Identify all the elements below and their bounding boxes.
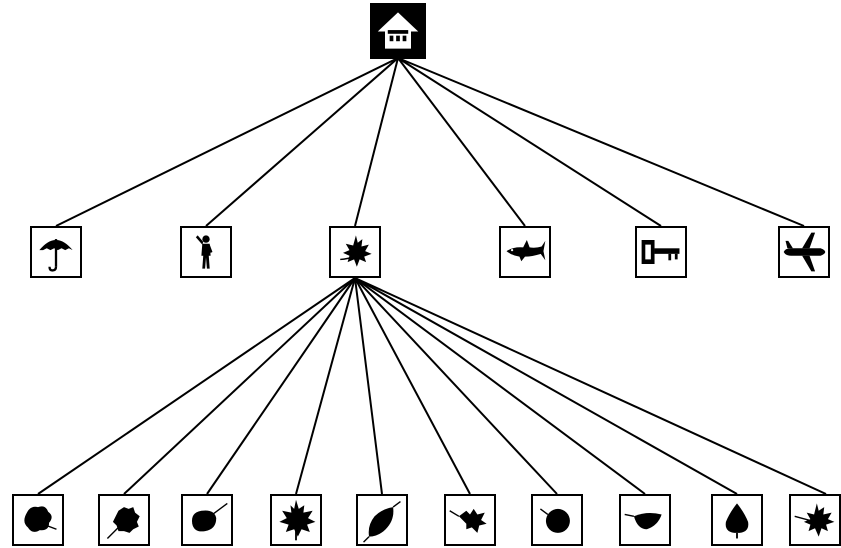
edge-maple-leaf-10 — [354, 277, 827, 495]
node-shark[interactable] — [499, 226, 551, 278]
leaf-round-lobed-icon — [24, 506, 57, 532]
leaf-toothed-icon — [106, 507, 140, 539]
node-leaf-7[interactable] — [531, 494, 583, 546]
edge-maple-leaf-4 — [295, 277, 356, 495]
edge-root-person — [205, 57, 399, 227]
edge-root-shark — [397, 57, 526, 227]
shark-icon — [506, 240, 546, 262]
leaf-maple-outline-icon — [794, 503, 835, 537]
node-leaf-1[interactable] — [12, 494, 64, 546]
node-leaf-2[interactable] — [98, 494, 150, 546]
node-leaf-9[interactable] — [711, 494, 763, 546]
root-node[interactable] — [370, 3, 426, 59]
node-person[interactable] — [180, 226, 232, 278]
node-leaf-4[interactable] — [270, 494, 322, 546]
edge-maple-leaf-3 — [206, 277, 356, 495]
airplane-icon — [783, 232, 826, 272]
edge-maple-leaf-2 — [123, 277, 356, 495]
leaf-maple-small-icon — [449, 508, 487, 533]
edge-maple-leaf-7 — [354, 277, 558, 495]
edge-root-maple — [354, 57, 399, 227]
person-icon — [195, 235, 213, 269]
key-icon — [641, 240, 680, 264]
node-airplane[interactable] — [778, 226, 830, 278]
maple-leaf-large-icon — [279, 499, 316, 541]
leaf-elongated-icon — [624, 512, 662, 530]
edge-maple-leaf-1 — [37, 277, 356, 495]
edge-root-umbrella — [55, 57, 399, 227]
leaf-oval-icon — [191, 502, 228, 532]
edge-maple-leaf-8 — [354, 277, 646, 495]
edge-maple-leaf-6 — [354, 277, 471, 495]
node-key[interactable] — [635, 226, 687, 278]
node-maple-leaf[interactable] — [329, 226, 381, 278]
house-icon — [377, 12, 419, 49]
node-leaf-5[interactable] — [356, 494, 408, 546]
node-umbrella[interactable] — [30, 226, 82, 278]
node-leaf-8[interactable] — [619, 494, 671, 546]
leaf-circular-icon — [539, 508, 570, 533]
umbrella-icon — [39, 239, 73, 272]
edge-maple-leaf-5 — [354, 277, 383, 495]
maple-leaf-icon — [340, 235, 372, 267]
edge-maple-leaf-9 — [354, 277, 738, 495]
leaf-pointed-icon — [363, 500, 401, 543]
node-leaf-10[interactable] — [789, 494, 841, 546]
edge-root-key — [397, 57, 662, 227]
node-leaf-6[interactable] — [444, 494, 496, 546]
edge-root-airplane — [397, 57, 805, 227]
leaf-aspen-icon — [725, 503, 749, 539]
node-leaf-3[interactable] — [181, 494, 233, 546]
